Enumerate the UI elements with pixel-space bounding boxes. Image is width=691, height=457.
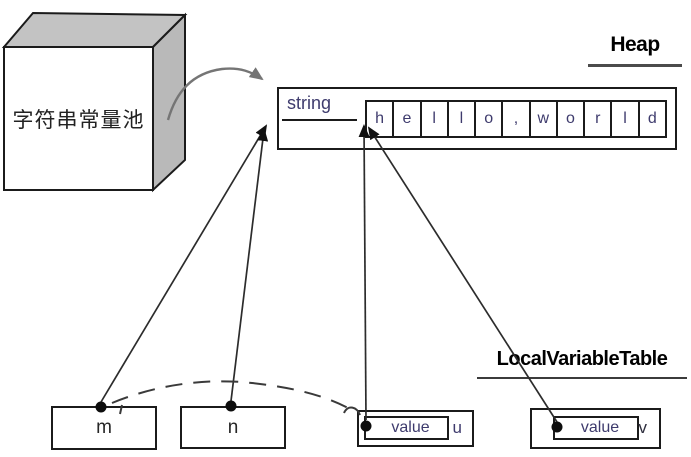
heap-underline	[588, 64, 682, 67]
value-field-box-u: value	[364, 416, 449, 440]
char-cell: o	[474, 100, 504, 138]
char-cell: w	[528, 100, 558, 138]
char-cell: o	[555, 100, 586, 138]
char-cell: e	[392, 100, 422, 138]
variable-n-label: n	[227, 416, 239, 438]
local-variable-table-label: LocalVariableTable	[496, 348, 668, 370]
char-cell: l	[419, 100, 449, 138]
cube-right-face	[152, 12, 186, 193]
char-cell: d	[637, 100, 667, 138]
value-field-label-u: value	[391, 419, 430, 436]
char-cell: l	[610, 100, 640, 138]
char-cell: l	[446, 100, 477, 138]
variable-u-label: u	[452, 417, 462, 437]
char-cell: h	[365, 100, 395, 138]
variable-box-n: n	[180, 406, 286, 449]
value-field-label-v: value	[580, 419, 620, 436]
variable-box-u: value u	[357, 410, 474, 447]
string-entry-label: string	[287, 93, 332, 113]
char-array: h e l l o , w o r l d	[365, 100, 667, 138]
constant-pool-label: 字符串常量池	[12, 109, 145, 132]
variable-m-label: m	[96, 417, 112, 438]
char-cell: ,	[501, 100, 531, 138]
variable-v-label: v	[638, 417, 648, 437]
local-variable-table-underline	[477, 377, 687, 379]
variable-box-m: m	[51, 406, 157, 450]
value-field-box-v: value	[553, 416, 639, 440]
variable-box-v: value v	[530, 408, 661, 449]
heap-section-label: Heap	[610, 33, 660, 56]
string-entry-underline	[282, 119, 357, 121]
char-cell: r	[583, 100, 613, 138]
